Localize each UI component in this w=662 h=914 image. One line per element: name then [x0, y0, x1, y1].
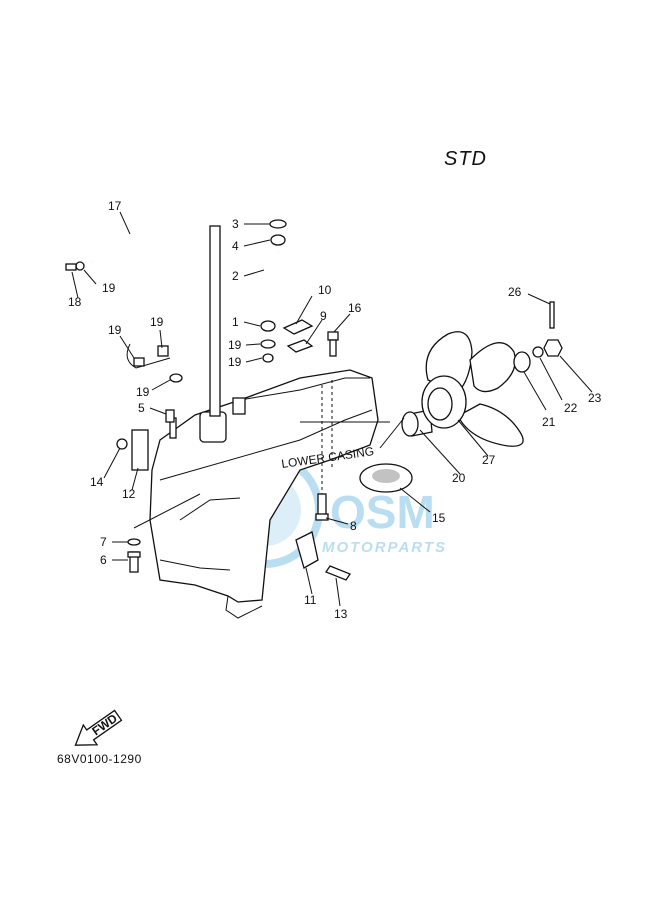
cover-15	[359, 463, 413, 493]
callout-9: 9	[320, 309, 327, 323]
callout-23: 21	[542, 415, 556, 429]
callout-19-c: 19	[150, 315, 164, 329]
fwd-arrow: FWD	[74, 709, 123, 746]
leader-lines	[71, 211, 593, 607]
anode-12	[116, 429, 149, 471]
callout-16: 16	[348, 301, 362, 315]
callout-13: 13	[334, 607, 348, 621]
callout-17: 17	[108, 199, 122, 213]
callout-15: 15	[432, 511, 446, 525]
callout-10: 10	[318, 283, 332, 297]
grommets	[282, 319, 314, 353]
callout-19-b: 19	[108, 323, 122, 337]
callout-11: 11	[304, 593, 317, 607]
bolt-8	[315, 493, 329, 521]
callout-18: 18	[68, 295, 82, 309]
water-hose	[90, 231, 175, 364]
callout-20: 19	[228, 355, 242, 369]
diagram-code: 68V0100-1290	[57, 752, 142, 766]
callout-27: 27	[482, 453, 496, 467]
callout-26: 26	[508, 285, 522, 299]
callout-labels: 3 4 2 1 19 19 10 9 16 17 19 18 19 19 19 …	[68, 199, 602, 621]
hose-clamps	[65, 261, 183, 383]
variant-label: STD	[444, 148, 487, 170]
callout-19-d: 19	[136, 385, 150, 399]
callout-24: 22	[564, 401, 578, 415]
callout-21: 19	[228, 338, 242, 352]
callout-14: 14	[90, 475, 104, 489]
callout-12: 12	[122, 487, 136, 501]
callout-3: 3	[232, 217, 239, 231]
callout-19-a: 19	[102, 281, 116, 295]
callout-2: 2	[232, 269, 239, 283]
callout-4: 4	[232, 239, 239, 253]
guide-lines	[133, 380, 405, 529]
bolt-16	[327, 331, 339, 357]
callout-6: 6	[100, 553, 107, 567]
callout-8: 8	[350, 519, 357, 533]
propeller-assembly	[401, 301, 563, 447]
callout-1: 1	[232, 315, 239, 329]
callout-22: 20	[452, 471, 466, 485]
callout-25: 23	[588, 391, 602, 405]
trim-tab	[295, 531, 351, 581]
water-tube-assembly	[260, 219, 287, 363]
watermark-sub: MOTORPARTS	[322, 539, 447, 556]
watermark-brand: OSM	[330, 486, 435, 538]
callout-5: 5	[138, 401, 145, 415]
drive-shaft	[209, 225, 221, 417]
callout-7: 7	[100, 535, 107, 549]
